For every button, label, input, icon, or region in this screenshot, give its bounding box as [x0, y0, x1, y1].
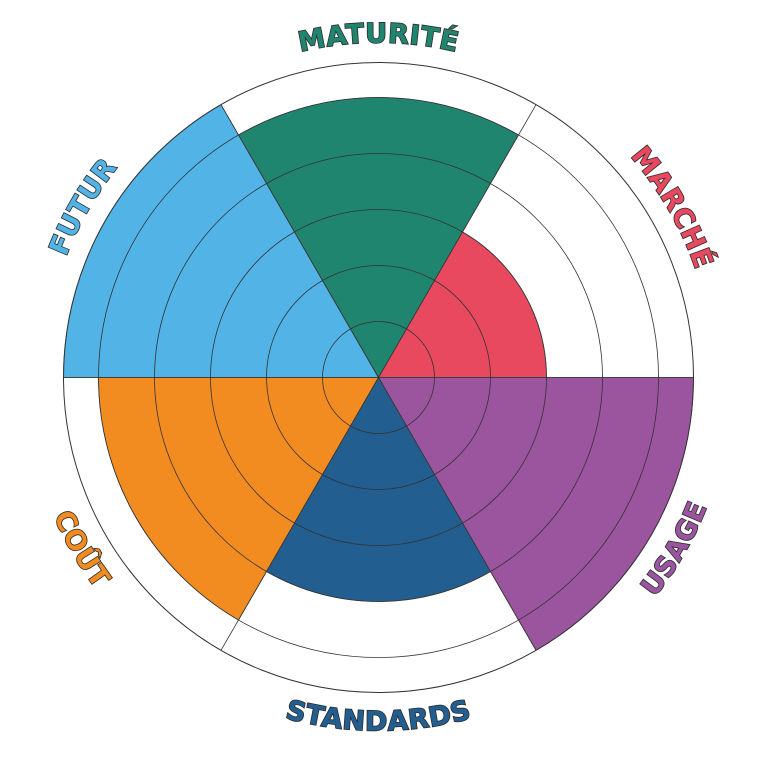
segments-layer	[63, 97, 694, 651]
spokes-layer	[63, 104, 694, 651]
spoke-4	[378, 377, 537, 651]
label-maturite: MATURITÉ	[296, 18, 462, 58]
label-cout: COÛT	[47, 506, 115, 594]
spoke-5	[220, 377, 379, 651]
spoke-1	[220, 104, 379, 378]
label-standards: STANDARDS	[283, 695, 474, 738]
spoke-2	[378, 104, 537, 378]
label-marche: MARCHÉ	[625, 141, 720, 273]
